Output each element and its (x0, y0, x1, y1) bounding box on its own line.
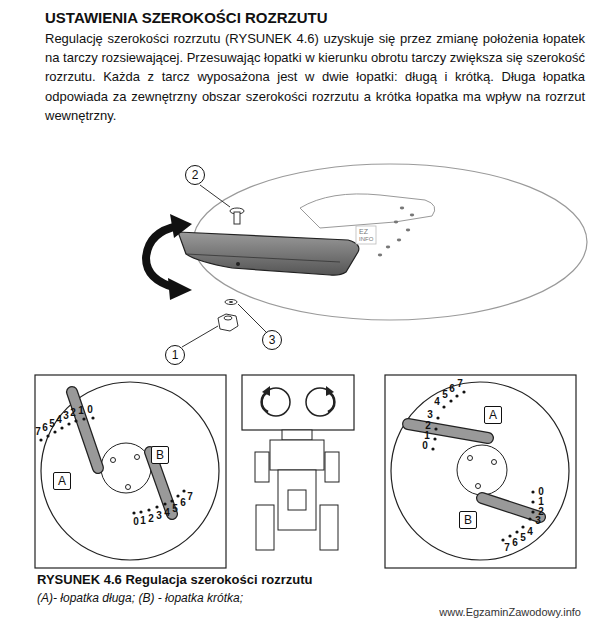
scale-dot (442, 405, 445, 408)
scale-number: 6 (42, 423, 48, 433)
scale-number: 7 (457, 379, 463, 389)
scale-number: 5 (442, 390, 448, 400)
caption-note: (A)- łopatka długa; (B) - łopatka krótka… (37, 591, 243, 605)
disc-hole (406, 229, 410, 232)
scale-dot (455, 394, 458, 397)
scale-number: 1 (140, 516, 146, 526)
scale-dot (176, 494, 179, 497)
callout-number: 1 (172, 349, 179, 361)
scale-dot (147, 508, 150, 511)
scale-dot (139, 510, 142, 513)
scale-dot (515, 530, 518, 533)
paddle-letter: B (156, 449, 164, 461)
scale-number: 6 (180, 498, 186, 508)
scale-dot (82, 417, 85, 420)
paddle-letter: A (58, 475, 66, 487)
scale-dot (521, 525, 524, 528)
scale-number: 4 (164, 508, 170, 518)
scale-number: 6 (512, 538, 518, 548)
disc-hole (410, 214, 414, 217)
scale-number: 4 (56, 415, 62, 425)
scale-number: 3 (535, 516, 541, 526)
scale-number: 3 (63, 411, 69, 421)
scale-number: 3 (427, 410, 433, 420)
scale-number: 2 (425, 421, 431, 431)
scale-dot (67, 422, 70, 425)
paddle-letter: B (464, 514, 472, 526)
paddle-label-box: A (53, 472, 71, 490)
disc-hole (397, 239, 401, 242)
scale-dot (508, 534, 511, 537)
scale-number: 7 (35, 427, 41, 437)
scale-dot (182, 489, 185, 492)
scale-dot (170, 499, 173, 502)
scale-dot (433, 437, 436, 440)
scale-number: 5 (172, 504, 178, 514)
scale-dot (39, 438, 42, 441)
watermark: www.EgzaminZawodowy.info (439, 606, 581, 618)
scale-number: 0 (538, 487, 544, 497)
scale-dot (155, 505, 158, 508)
paddle-label-box: B (151, 446, 169, 464)
scale-dot (531, 510, 534, 513)
scale-dot (531, 490, 534, 493)
scale-number: 1 (538, 497, 544, 507)
scale-number: 1 (424, 431, 430, 441)
scale-number: 5 (49, 419, 55, 429)
scale-dot (528, 517, 531, 520)
body-text: Regulację szerokości rozrzutu (RYSUNEK 4… (45, 29, 585, 125)
scale-dot (431, 447, 434, 450)
scale-number: 7 (504, 543, 510, 553)
scale-number: 2 (70, 408, 76, 418)
title: USTAWIENIA SZEROKOŚCI ROZRZUTU (45, 9, 328, 26)
disc-hole (400, 207, 404, 210)
paddle-label-box: A (484, 406, 502, 424)
scale-dot (449, 399, 452, 402)
callout-number: 2 (192, 169, 199, 181)
scale-dot (53, 430, 56, 433)
scale-dot (163, 502, 166, 505)
callout-circle: 3 (262, 330, 282, 350)
scale-number: 7 (187, 492, 193, 502)
watermark: INFO (359, 236, 373, 242)
paddle-label-box: B (459, 511, 477, 529)
callout-circle: 2 (185, 165, 205, 185)
scale-dot (436, 416, 439, 419)
scale-dot (501, 538, 504, 541)
disc-hole (386, 246, 390, 249)
scale-number: 5 (520, 533, 526, 543)
scale-dot (434, 427, 437, 430)
scale-number: 0 (422, 441, 428, 451)
disc-hole (378, 254, 382, 257)
scale-number: 4 (527, 527, 533, 537)
scale-dot (531, 500, 534, 503)
scale-dot (91, 416, 94, 419)
scale-number: 0 (87, 405, 93, 415)
scale-number: 2 (148, 514, 154, 524)
scale-dot (46, 434, 49, 437)
scale-number: 6 (449, 384, 455, 394)
scale-number: 4 (434, 397, 440, 407)
callout-circle: 1 (165, 345, 185, 365)
scale-number: 0 (133, 517, 139, 527)
scale-dot (462, 390, 465, 393)
callout-number: 3 (269, 334, 276, 346)
scale-dot (74, 419, 77, 422)
caption: RYSUNEK 4.6 Regulacja szerokości rozrzut… (37, 572, 313, 587)
watermark: EZ (359, 228, 368, 235)
scale-number: 1 (78, 406, 84, 416)
scale-dot (132, 511, 135, 514)
paddle-letter: A (489, 409, 497, 421)
scale-dot (60, 426, 63, 429)
scale-number: 3 (156, 511, 162, 521)
disc-hole (394, 221, 398, 224)
